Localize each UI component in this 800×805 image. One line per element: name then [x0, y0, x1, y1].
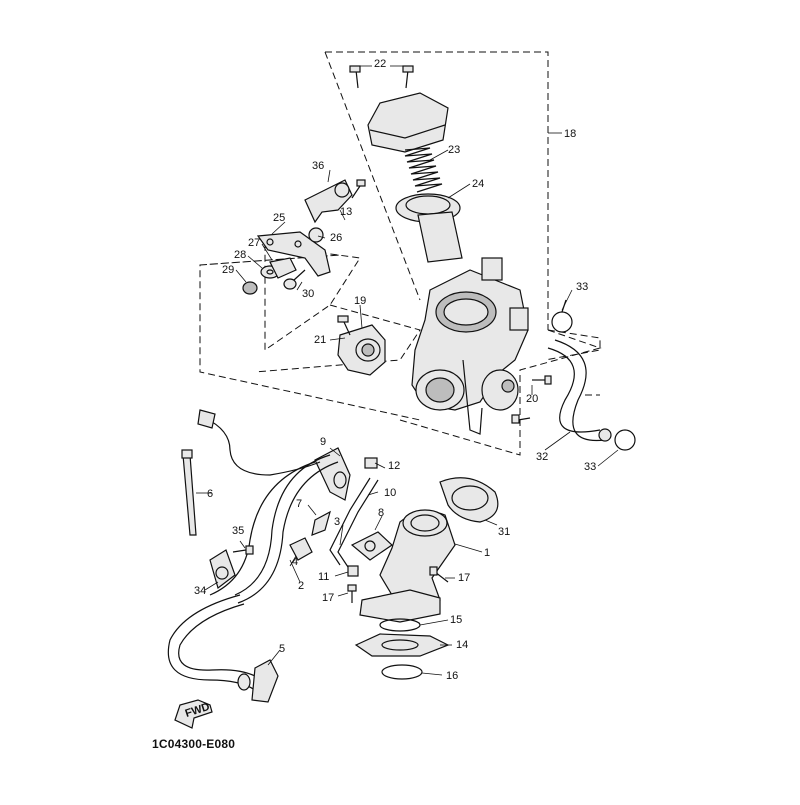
callout-25: 25 [273, 212, 285, 224]
callout-27: 27 [248, 237, 260, 249]
callout-21: 21 [314, 334, 326, 346]
collar-26 [308, 227, 324, 243]
callout-23: 23 [448, 144, 460, 156]
clip-33-lower [614, 429, 636, 451]
diagram-code: 1C04300-E080 [152, 737, 236, 751]
joint-8 [350, 531, 393, 561]
callout-19: 19 [354, 295, 366, 307]
diaphragm-cover-23 [367, 92, 449, 153]
callout-labels: 22 23 24 18 36 13 25 26 27 28 29 30 19 2… [194, 58, 596, 682]
screw-35 [232, 545, 254, 555]
callout-31: 31 [498, 526, 510, 538]
nut-29 [242, 281, 258, 295]
clip-11 [347, 565, 359, 577]
callout-29: 29 [222, 264, 234, 276]
leader-lines [196, 65, 619, 676]
washer-28 [260, 265, 280, 279]
diaphragm-piston-24 [395, 193, 463, 263]
callout-16: 16 [446, 670, 458, 682]
clamp-31 [439, 477, 499, 523]
callout-8: 8 [378, 507, 384, 519]
callout-10: 10 [384, 487, 396, 499]
callout-30: 30 [302, 288, 314, 300]
bolt-30 [283, 269, 306, 290]
callout-15: 15 [450, 614, 462, 626]
carburetor-body [411, 257, 529, 435]
flange-base [359, 589, 441, 623]
clip-12 [364, 457, 378, 469]
callout-24: 24 [472, 178, 484, 190]
callout-20: 20 [526, 393, 538, 405]
callout-33-upper: 33 [576, 281, 588, 293]
callout-1: 1 [484, 547, 490, 559]
callout-18: 18 [564, 128, 576, 140]
choke-lever-36 [304, 179, 353, 224]
wire-harness [197, 409, 321, 476]
screw-13 [351, 179, 366, 199]
assembly-outline-upper [324, 51, 602, 456]
callout-3: 3 [334, 516, 340, 528]
spring-23 [404, 147, 443, 193]
callout-33-lower: 33 [584, 461, 596, 473]
fitting-5 [237, 659, 279, 703]
bracket-7 [311, 510, 331, 536]
hose-32 [547, 339, 612, 442]
bushing-27 [269, 257, 297, 279]
callout-28: 28 [234, 249, 246, 261]
lower-hose [167, 594, 263, 691]
callout-34: 34 [194, 585, 206, 597]
bracket-34 [209, 549, 236, 590]
callout-32: 32 [536, 451, 548, 463]
insulator-14 [354, 633, 450, 657]
assembly-outline-right [544, 329, 601, 396]
callout-7: 7 [296, 498, 302, 510]
callout-13: 13 [340, 206, 352, 218]
callout-17-right: 17 [458, 572, 470, 584]
callout-35: 35 [232, 525, 244, 537]
callout-5: 5 [279, 643, 285, 655]
callout-4: 4 [292, 556, 298, 568]
callout-14: 14 [456, 639, 468, 651]
callout-26: 26 [330, 232, 342, 244]
screws-22 [349, 65, 414, 89]
callout-17-left: 17 [322, 592, 334, 604]
callout-36: 36 [312, 160, 324, 172]
sensor-19 [337, 315, 386, 376]
choke-bracket-25 [256, 231, 331, 277]
clip-33-upper [551, 299, 573, 333]
fitting-9 [314, 447, 351, 501]
gasket-16 [381, 664, 423, 680]
fwd-arrow-icon: FWD [174, 699, 213, 729]
callout-2: 2 [298, 580, 304, 592]
screws-20 [511, 375, 552, 424]
callout-22: 22 [374, 58, 386, 70]
callout-12: 12 [388, 460, 400, 472]
clamp-4 [289, 537, 313, 561]
hose-10 [329, 477, 379, 568]
callout-11: 11 [318, 571, 329, 583]
callout-6: 6 [207, 488, 213, 500]
cable-tie-6 [181, 449, 197, 536]
intake-manifold-1 [379, 509, 456, 613]
bolts-17 [347, 566, 449, 603]
assembly-outline-left [199, 244, 421, 421]
callout-9: 9 [320, 436, 326, 448]
